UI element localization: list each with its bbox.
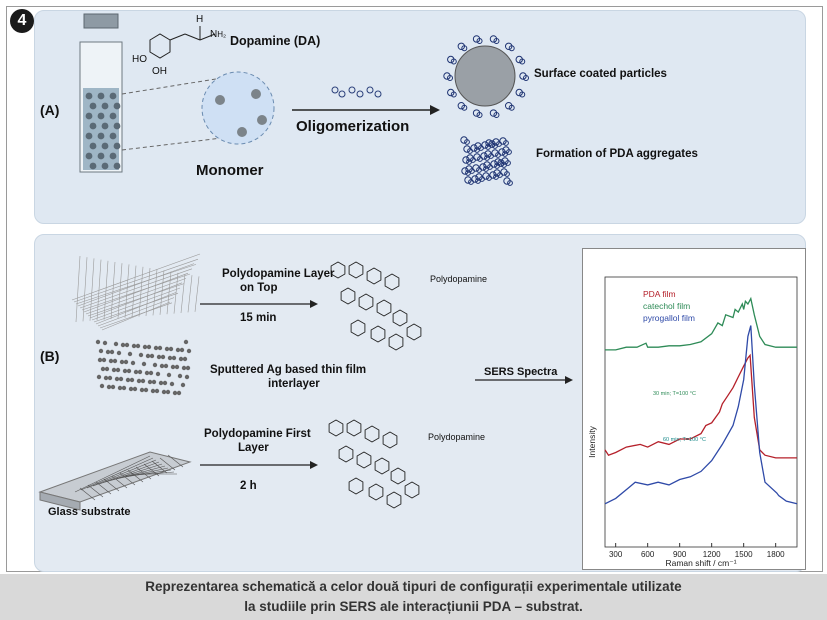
coated-particle	[454, 45, 516, 107]
sputtered-label: Sputtered Ag based thin film	[210, 364, 367, 376]
glass-substrate-edge	[39, 491, 81, 511]
dopamine-n-label: NH₂	[210, 29, 227, 40]
panel-a-graphics	[79, 13, 529, 186]
series-line-1	[605, 296, 797, 351]
oligomer-cluster	[331, 86, 382, 98]
caption-line-1: Reprezentarea schematică a celor două ti…	[145, 579, 682, 594]
annotation-60min: 60 min; T=100 °C	[663, 437, 706, 443]
figure-caption: Reprezentarea schematică a celor două ti…	[0, 574, 827, 620]
x-tick-label: 900	[673, 550, 687, 559]
zoom-line-bottom	[121, 137, 223, 151]
y-axis-label: Intensity	[587, 425, 597, 457]
arrow-sers-head	[565, 376, 573, 384]
coated-particle-ligands	[443, 35, 529, 119]
dopamine-oh-label: OH	[152, 66, 167, 77]
x-axis-label: Raman shift / cm⁻¹	[665, 558, 736, 568]
panel-a	[34, 10, 806, 224]
glass-substrate	[38, 451, 192, 503]
series-line-2	[604, 325, 798, 505]
sputtered-label-2: interlayer	[268, 378, 320, 390]
x-tick-label: 1500	[735, 550, 753, 559]
x-tick-label: 300	[609, 550, 623, 559]
pda-aggregates-label: Formation of PDA aggregates	[536, 148, 698, 160]
pda-top-label-2: on Top	[240, 282, 278, 294]
annotation-30min: 30 min; T=100 °C	[653, 391, 696, 397]
pda-structure-top	[330, 261, 422, 351]
x-tick-label: 600	[641, 550, 655, 559]
arrow-bottom-head	[310, 461, 318, 469]
caption-line-2: la studiile prin SERS ale interacțiunii …	[244, 599, 583, 614]
panel-b-graphics	[38, 253, 573, 511]
arrow-top-head	[310, 300, 318, 308]
dopamine-title: Dopamine (DA)	[230, 34, 321, 48]
monomer-label: Monomer	[196, 162, 264, 179]
glass-substrate-label: Glass substrate	[48, 506, 131, 518]
pda-mesh-top	[71, 253, 201, 331]
time-first-label: 2 h	[240, 480, 257, 492]
x-tick-label: 1200	[703, 550, 721, 559]
pda-aggregate	[460, 136, 513, 186]
pda-mesh-bottom	[74, 454, 184, 501]
x-tick-label: 1800	[767, 550, 785, 559]
monomer-spheres	[215, 89, 267, 137]
legend-entry-2: pyrogallol film	[643, 313, 695, 323]
cuvette-particles	[85, 92, 121, 170]
pda-top-label: Polydopamine Layer	[222, 268, 335, 280]
dopamine-ho-label: HO	[132, 54, 147, 65]
pda-structure-bottom	[328, 419, 420, 509]
pda-first-label: Polydopamine First	[204, 428, 311, 440]
pda-first-label-2: Layer	[238, 442, 269, 454]
oligomerization-arrowhead	[430, 105, 440, 115]
zoom-line-top	[121, 77, 223, 95]
time-top-label: 15 min	[240, 312, 277, 324]
legend-entry-0: PDA film	[643, 289, 676, 299]
figure-number-badge: 4	[10, 9, 34, 33]
surface-coated-label: Surface coated particles	[534, 68, 667, 80]
cuvette-cap	[83, 13, 119, 29]
legend-entry-1: catechol film	[643, 301, 690, 311]
series-line-0	[604, 353, 797, 459]
dopamine-h-label: H	[196, 14, 204, 25]
oligomerization-label: Oligomerization	[296, 118, 410, 135]
ag-particles	[95, 339, 192, 396]
plot-axes-box	[604, 276, 798, 548]
dopamine-structure	[149, 26, 216, 59]
polydopamine-top-label: Polydopamine	[430, 274, 488, 284]
sers-spectra-label: SERS Spectra	[484, 366, 558, 378]
panel-b-label: (B)	[40, 348, 60, 364]
polydopamine-bottom-label: Polydopamine	[428, 432, 486, 442]
panel-a-label: (A)	[40, 102, 60, 118]
